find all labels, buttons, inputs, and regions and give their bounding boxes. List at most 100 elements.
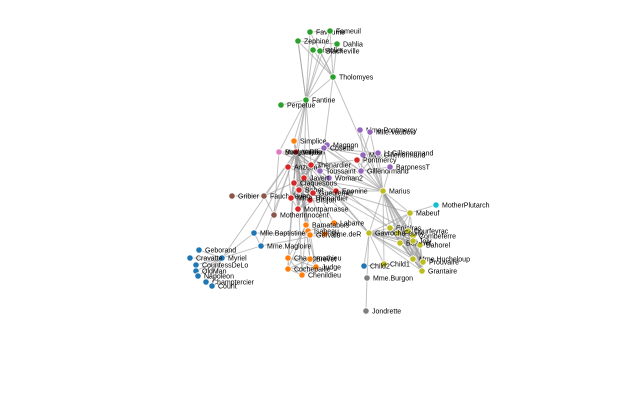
node-Perpetue[interactable]: Perpetue [277,101,316,110]
node-Mme.Magloire[interactable]: Mme.Magloire [257,242,312,251]
node-circle-Fauchelevent[interactable] [260,192,268,200]
node-Judge[interactable]: Judge [312,263,341,272]
node-Brujon[interactable]: Brujon [306,196,337,205]
node-circle-Cravatte[interactable] [186,254,194,262]
node-circle-Gavroche[interactable] [365,229,373,237]
node-Chenildieu[interactable]: Chenildieu [298,271,341,280]
node-Champmathieu[interactable]: Champmathieu [284,254,342,263]
node-circle-Judge[interactable] [312,263,320,271]
node-Anzelma[interactable]: Anzelma [284,163,322,172]
node-circle-Marius[interactable] [379,187,387,195]
node-circle-Myriel[interactable] [218,254,226,262]
node-Woman2[interactable]: Woman2 [325,174,363,183]
node-circle-Blacheville[interactable] [316,47,324,55]
node-Joly[interactable]: Joly [409,237,432,246]
node-circle-Lt.Gillenormand[interactable] [374,149,382,157]
node-Mme.deR[interactable]: Mme.deR [321,230,362,239]
node-circle-Bahorel[interactable] [416,241,424,249]
node-circle-Montparnasse[interactable] [294,205,302,213]
node-Cochepaille[interactable]: Cochepaille [284,265,331,274]
node-Brevet[interactable]: Brevet [306,255,336,264]
node-circle-Champtercier[interactable] [202,278,210,286]
node-circle-Feuilly[interactable] [394,229,402,237]
node-Geborand[interactable]: Geborand [195,246,236,255]
node-circle-Cosette[interactable] [320,144,328,152]
node-circle-Mme.Magloire[interactable] [257,242,265,250]
node-circle-Claquesous[interactable] [290,179,298,187]
node-MotherInnocent[interactable]: MotherInnocent [270,211,329,220]
node-circle-Cochepaille[interactable] [284,265,292,273]
node-Mme.Hucheloup[interactable]: Mme.Hucheloup [409,255,470,264]
node-circle-Fantine[interactable] [302,96,310,104]
node-circle-Mlle.Gillenormand[interactable] [359,151,367,159]
node-Mme.Thenardier2[interactable]: Boulatruelle [275,148,322,157]
node-circle-Geborand[interactable] [195,246,203,254]
node-circle-CountessDeLo[interactable] [192,261,200,269]
node-Marius[interactable]: Marius [379,187,411,196]
node-Fameuil[interactable]: Fameuil [326,27,362,36]
node-Gueulemer[interactable]: Gueulemer [309,189,354,198]
node-Child2[interactable]: Child2 [360,262,390,271]
node-Courfeyrac[interactable]: Courfeyrac [404,227,449,236]
node-circle-Enjolras[interactable] [386,224,394,232]
node-circle-BaronessT[interactable] [386,163,394,171]
node-circle-Zephine[interactable] [294,37,302,45]
node-circle-Gervais[interactable] [306,231,314,239]
node-Fantine[interactable]: Fantine [302,96,336,105]
node-Gavroche[interactable]: Gavroche [365,229,406,238]
node-circle-Eponine[interactable] [332,187,340,195]
node-circle-Prouvaire[interactable] [419,258,427,266]
node-circle-Bamatabois[interactable] [302,221,310,229]
node-circle-Courfeyrac[interactable] [404,227,412,235]
node-Mlle.Gillenormand[interactable]: Mlle.Gillenormand [359,151,426,160]
node-Javert[interactable]: Javert [300,174,329,183]
node-circle-Listolier[interactable] [309,46,317,54]
node-circle-Mabeuf[interactable] [406,209,414,217]
node-circle-Jondrette[interactable] [362,307,370,315]
node-circle-Dahlia[interactable] [333,40,341,48]
node-circle-Child1[interactable] [380,260,388,268]
node-circle-MotherPlutarch[interactable] [432,201,440,209]
node-circle-Brujon[interactable] [306,196,314,204]
node-circle-Bossuet[interactable] [396,239,404,247]
node-Feuilly[interactable]: Feuilly [394,229,425,238]
node-circle-Child2[interactable] [360,262,368,270]
node-circle-MotherInnocent[interactable] [270,211,278,219]
node-Lt.Gillenormand[interactable]: Lt.Gillenormand [374,149,434,158]
node-circle-Chenildieu[interactable] [298,271,306,279]
node-circle-Babet[interactable] [295,186,303,194]
node-circle-Mme.Pontmercy[interactable] [356,126,364,134]
node-Mme.Thenardier[interactable]: Mme.Thenardier [287,194,349,203]
node-Cosette[interactable]: Cosette [320,144,354,153]
node-Jondrette[interactable]: Jondrette [362,307,401,316]
node-Simplice[interactable]: Simplice [290,137,327,146]
node-circle-Mlle.Vaubois[interactable] [366,128,374,136]
node-Child1[interactable]: Child1 [380,260,410,269]
node-Labarre[interactable]: Labarre [330,219,364,228]
node-Gillenormand[interactable]: Gillenormand [357,167,409,176]
node-circle-Brevet[interactable] [306,255,314,263]
node-Toussaint[interactable]: Toussaint [316,167,356,176]
node-Gribier[interactable]: Gribier [228,192,260,201]
node-circle-Mme.Hucheloup[interactable] [409,255,417,263]
node-circle-Tholomyes[interactable] [329,73,337,81]
node-circle-Thenardier[interactable] [307,161,315,169]
node-Tholomyes[interactable]: Tholomyes [329,73,374,82]
node-circle-Anzelma[interactable] [284,163,292,171]
node-Cravatte[interactable]: Cravatte [186,254,223,263]
node-Thenardier[interactable]: Thenardier [307,161,352,170]
node-circle-Joly[interactable] [409,237,417,245]
node-circle-Labarre[interactable] [330,219,338,227]
node-circle-Mme.Burgon[interactable] [363,274,371,282]
node-Listolier[interactable]: Listolier [309,46,344,55]
node-circle-Mme.Thenardier2[interactable] [275,148,283,156]
node-Bahorel[interactable]: Bahorel [416,241,451,250]
node-Eponine[interactable]: Eponine [332,187,368,196]
node-Zephine[interactable]: Zephine [294,37,330,46]
node-circle-Gribier[interactable] [228,192,236,200]
node-circle-Count[interactable] [208,282,216,290]
node-Count[interactable]: Count [208,282,237,291]
node-Champtercier[interactable]: Champtercier [202,278,255,287]
node-Gervais[interactable]: Gervais [306,231,341,240]
node-circle-Simplice[interactable] [290,137,298,145]
